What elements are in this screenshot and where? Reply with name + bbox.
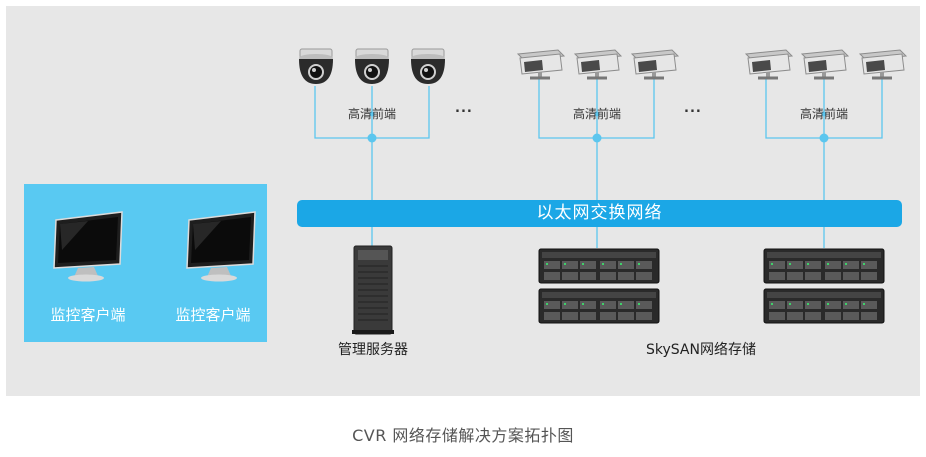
server-tower-icon xyxy=(352,245,394,335)
client-label: 监控客户端 xyxy=(50,306,126,324)
bullet-camera-icon xyxy=(800,49,850,80)
storage-label: SkySAN网络存储 xyxy=(646,342,756,358)
camera-group-label: 高清前端 xyxy=(347,107,396,121)
more-ellipsis: ... xyxy=(684,101,702,116)
storage-rack-icon xyxy=(538,288,660,324)
camera-group-label: 高清前端 xyxy=(572,107,621,121)
monitor-icon xyxy=(186,211,256,282)
camera-group-label: 高清前端 xyxy=(799,107,848,121)
dome-camera-icon xyxy=(355,48,389,84)
dome-camera-icon xyxy=(411,48,445,84)
bullet-camera-icon xyxy=(573,49,623,80)
figure-caption: CVR 网络存储解决方案拓扑图 xyxy=(352,426,574,445)
bullet-camera-icon xyxy=(630,49,680,80)
bullet-camera-icon xyxy=(858,49,908,80)
dome-camera-icon xyxy=(299,48,333,84)
client-panel: 监控客户端 监控客户端 xyxy=(24,184,267,342)
storage-rack-icon xyxy=(763,248,885,284)
client-label: 监控客户端 xyxy=(175,306,251,324)
monitor-icon xyxy=(53,211,123,282)
bullet-camera-icon xyxy=(744,49,794,80)
ethernet-switch-bus: 以太网交换网络 xyxy=(297,200,902,227)
more-ellipsis: ... xyxy=(455,101,473,116)
topology-diagram: 高清前端 高清前端 高清前端 ... ... 以太网交换网络 监控客户端 监控客… xyxy=(6,6,920,396)
server-label: 管理服务器 xyxy=(338,342,408,358)
connection-lines xyxy=(314,78,883,248)
storage-rack-icon xyxy=(763,288,885,324)
bullet-camera-icon xyxy=(516,49,566,80)
storage-rack-icon xyxy=(538,248,660,284)
